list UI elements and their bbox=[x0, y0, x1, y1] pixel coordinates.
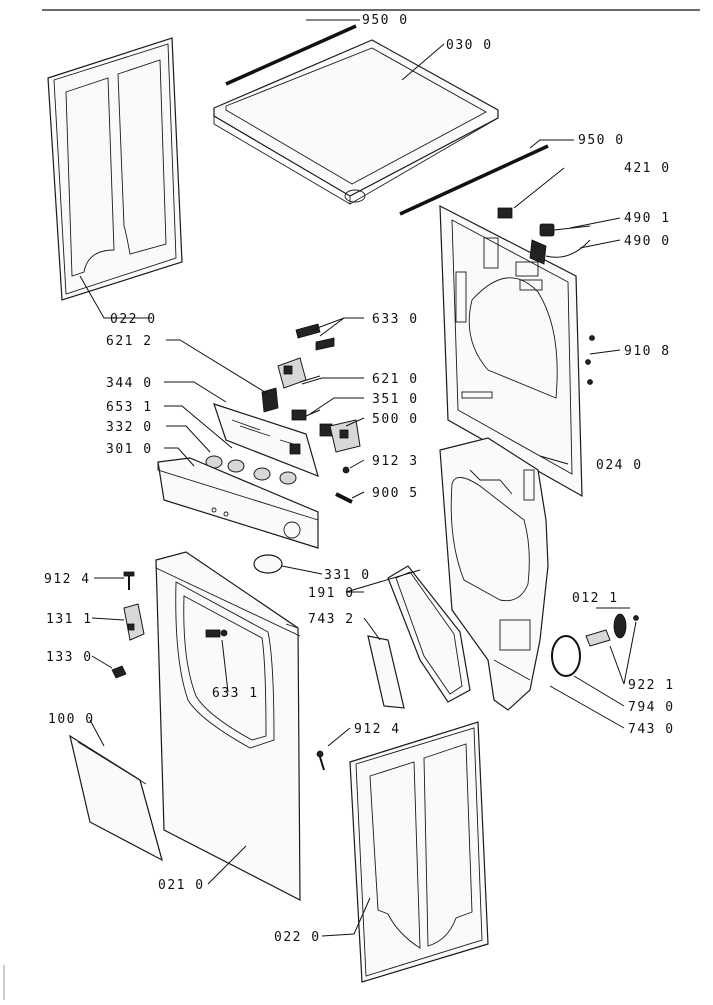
label-653: 653 1 bbox=[106, 400, 153, 415]
label-922: 922 1 bbox=[628, 678, 675, 693]
switch-621-0 bbox=[277, 357, 321, 389]
screw-912-4b-shank bbox=[319, 756, 325, 771]
label-500: 500 0 bbox=[372, 412, 419, 427]
top-lid bbox=[213, 39, 499, 205]
label-950-mid: 950 0 bbox=[578, 133, 625, 148]
filter-door-100 bbox=[69, 734, 163, 862]
door-catch-331 bbox=[253, 554, 283, 574]
relay-500 bbox=[329, 419, 361, 453]
bearing-012 bbox=[585, 613, 639, 647]
screw-912-4a bbox=[123, 571, 135, 590]
label-024: 024 0 bbox=[596, 458, 643, 473]
label-332: 332 0 bbox=[106, 420, 153, 435]
label-490-1: 490 1 bbox=[624, 211, 671, 226]
label-633-1: 633 1 bbox=[212, 686, 259, 701]
label-133: 133 0 bbox=[46, 650, 93, 665]
label-331: 331 0 bbox=[324, 568, 371, 583]
label-100: 100 0 bbox=[48, 712, 95, 727]
leader-lines bbox=[79, 19, 637, 937]
gasket-743-2 bbox=[367, 635, 405, 709]
label-621-0: 621 0 bbox=[372, 372, 419, 387]
label-191: 191 0 bbox=[308, 586, 355, 601]
label-900-5: 900 5 bbox=[372, 486, 419, 501]
belt-794 bbox=[551, 635, 581, 677]
knobs-332 bbox=[205, 455, 297, 485]
label-912-4a: 912 4 bbox=[44, 572, 91, 587]
label-910-8: 910 8 bbox=[624, 344, 671, 359]
label-351: 351 0 bbox=[372, 392, 419, 407]
mains-plug-490-0 bbox=[529, 239, 591, 265]
label-621-2: 621 2 bbox=[106, 334, 153, 349]
label-912-4b: 912 4 bbox=[354, 722, 401, 737]
label-794: 794 0 bbox=[628, 700, 675, 715]
label-912-3: 912 3 bbox=[372, 454, 419, 469]
control-board-344 bbox=[213, 403, 319, 478]
label-344: 344 0 bbox=[106, 376, 153, 391]
label-421: 421 0 bbox=[624, 161, 671, 176]
switch-633-1 bbox=[205, 629, 228, 638]
seal-strip-top bbox=[225, 24, 357, 86]
label-131: 131 1 bbox=[46, 612, 93, 627]
label-633-0: 633 0 bbox=[372, 312, 419, 327]
screw-912-3 bbox=[342, 466, 350, 474]
switch-621-2 bbox=[261, 387, 279, 413]
back-panel bbox=[439, 204, 583, 498]
control-fascia bbox=[157, 457, 319, 549]
connector-421 bbox=[497, 207, 513, 219]
label-950-top: 950 0 bbox=[362, 13, 409, 28]
seal-strip-mid bbox=[399, 144, 549, 216]
door-seal-191 bbox=[387, 565, 471, 703]
label-012: 012 1 bbox=[572, 591, 619, 606]
screws-910-8 bbox=[585, 335, 595, 385]
label-022-bot: 022 0 bbox=[274, 930, 321, 945]
label-743-0: 743 0 bbox=[628, 722, 675, 737]
label-021: 021 0 bbox=[158, 878, 205, 893]
pin-133 bbox=[111, 665, 127, 679]
label-301: 301 0 bbox=[106, 442, 153, 457]
hinge-131 bbox=[123, 603, 145, 641]
side-panel-top bbox=[47, 37, 183, 301]
switch-633-0 bbox=[295, 323, 335, 351]
drum-support bbox=[439, 437, 549, 711]
label-490-0: 490 0 bbox=[624, 234, 671, 249]
side-panel-bottom bbox=[349, 721, 489, 983]
screw-912-4b bbox=[316, 750, 324, 758]
label-022-top: 022 0 bbox=[110, 312, 157, 327]
part-labels: 950 0 030 0 950 0 421 0 490 1 490 0 022 … bbox=[44, 13, 675, 945]
front-panel bbox=[155, 551, 301, 901]
label-743-2: 743 2 bbox=[308, 612, 355, 627]
label-030: 030 0 bbox=[446, 38, 493, 53]
cable-900-5 bbox=[335, 492, 353, 504]
